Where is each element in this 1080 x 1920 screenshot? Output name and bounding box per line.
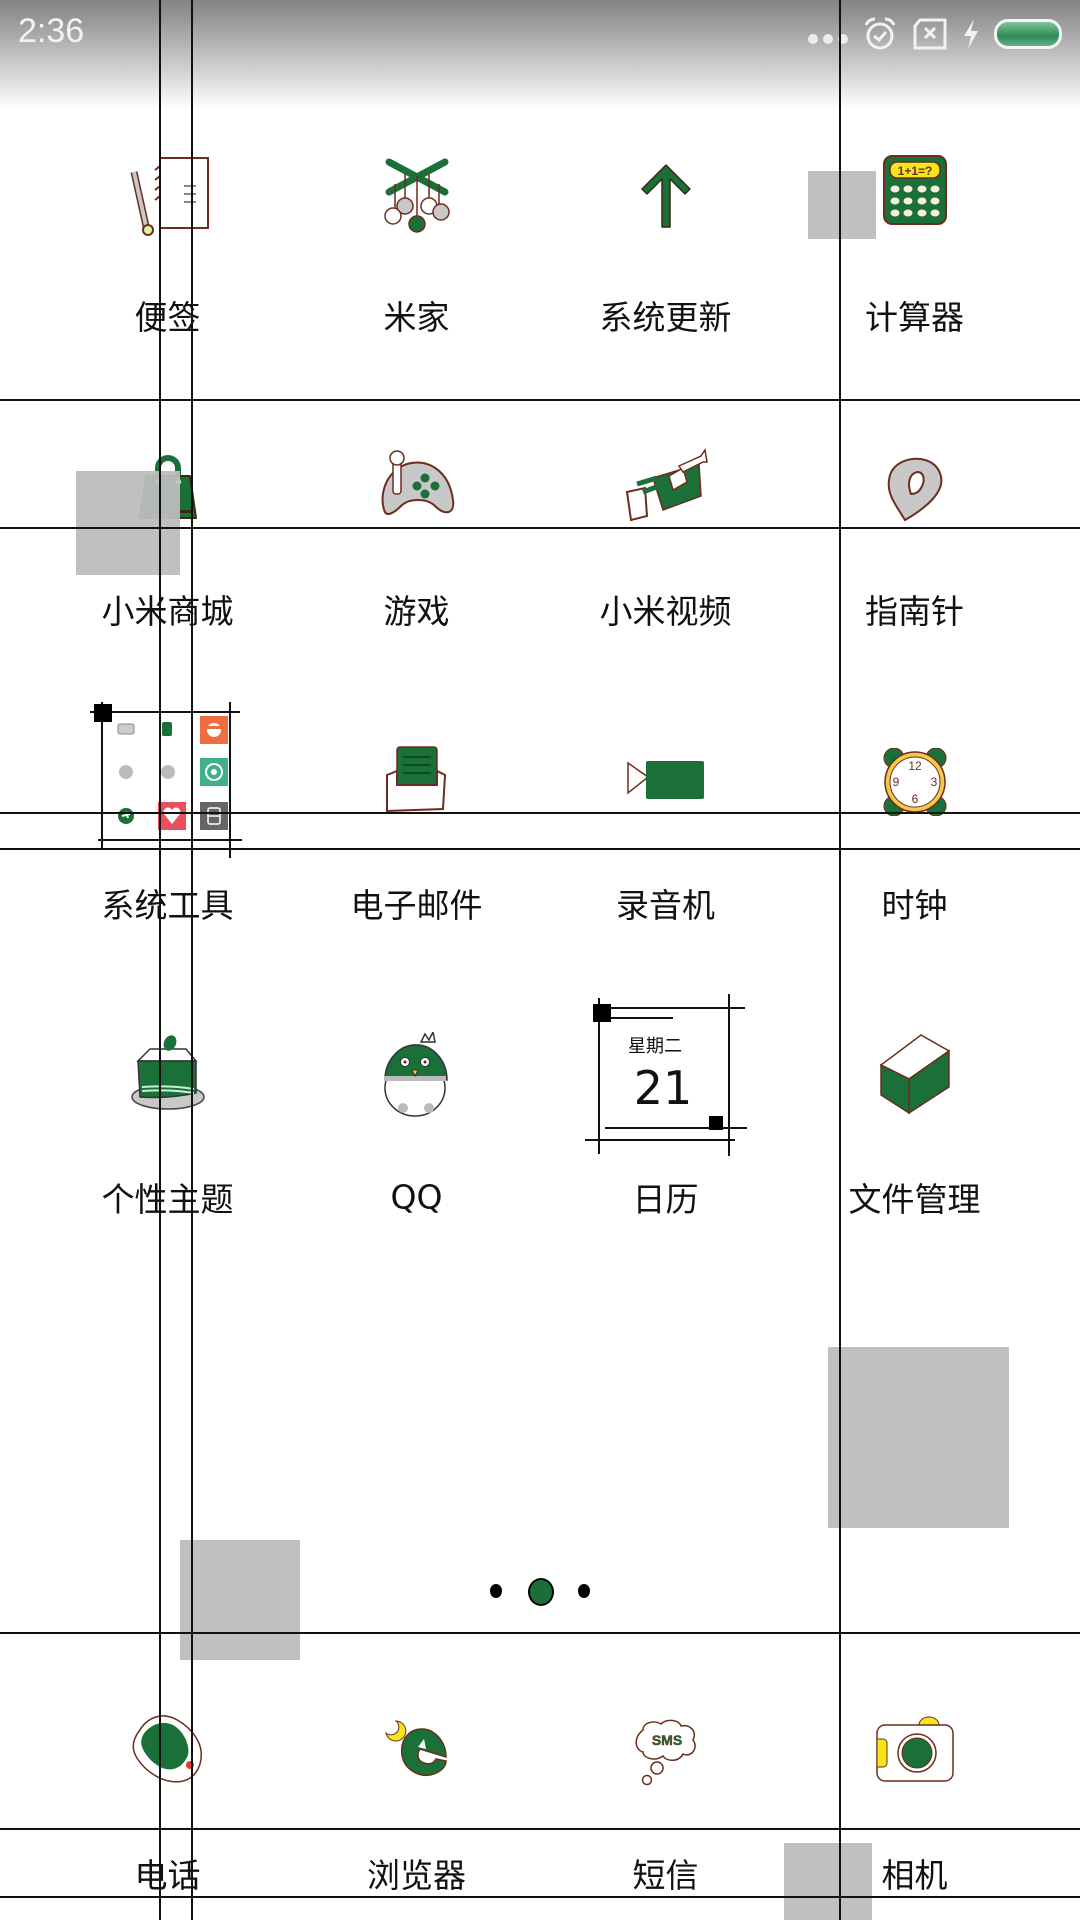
- clock-icon: 12 3 6 9: [883, 748, 946, 816]
- app-label: 录音机: [616, 886, 715, 925]
- svg-text:SMS: SMS: [651, 1732, 681, 1748]
- overlay-box: [828, 1347, 1009, 1528]
- penguin-icon: [383, 1032, 448, 1117]
- app-label: 电子邮件: [350, 886, 483, 925]
- more-dots-icon: [808, 34, 848, 44]
- app-label: 指南针: [865, 592, 964, 631]
- recorder-icon: [626, 761, 704, 799]
- charging-icon: [964, 19, 978, 49]
- alarm-icon: [864, 17, 896, 50]
- cake-icon: [130, 1035, 205, 1110]
- battery-icon: [994, 19, 1062, 49]
- grid-line-vertical: [159, 0, 161, 1920]
- overlay-box: [76, 471, 180, 575]
- page-dot[interactable]: [578, 1584, 590, 1598]
- svg-text:6: 6: [911, 792, 918, 806]
- app-label: 电话: [134, 1856, 201, 1895]
- compass-pin-icon: [887, 457, 942, 522]
- grid-line-horizontal: [0, 812, 1080, 814]
- app-label: 相机: [881, 1856, 948, 1895]
- app-label: 短信: [632, 1856, 699, 1895]
- browser-icon: [384, 1720, 447, 1777]
- app-label: 计算器: [865, 298, 964, 337]
- up-arrow-icon: [640, 164, 691, 228]
- app-label: 小米商城: [101, 592, 234, 631]
- overlay-box: [784, 1843, 872, 1920]
- app-label: QQ: [390, 1177, 443, 1217]
- svg-text:9: 9: [892, 775, 899, 789]
- svg-text:21: 21: [633, 1061, 692, 1115]
- svg-text:1+1=?: 1+1=?: [897, 164, 932, 178]
- app-label: 浏览器: [367, 1856, 466, 1895]
- app-label: 日历: [632, 1180, 699, 1219]
- app-label: 便签: [134, 298, 201, 337]
- sms-icon: SMS: [635, 1719, 696, 1786]
- box-icon: [879, 1034, 950, 1115]
- svg-text:3: 3: [930, 775, 937, 789]
- app-label: 时钟: [881, 886, 948, 925]
- phone-icon: [132, 1715, 202, 1783]
- page-dot[interactable]: [490, 1584, 502, 1598]
- app-label: 文件管理: [848, 1180, 981, 1219]
- grid-line-vertical: [191, 0, 193, 1920]
- overlay-box: [180, 1540, 300, 1660]
- svg-text:星期二: 星期二: [628, 1036, 682, 1057]
- grid-line-horizontal: [0, 527, 1080, 529]
- notepad-icon: [130, 157, 209, 236]
- overlay-box: [808, 171, 876, 239]
- grid-line-horizontal: [0, 1896, 1080, 1898]
- grid-line-vertical: [839, 0, 841, 1920]
- no-sim-icon: [913, 18, 947, 50]
- calculator-icon: 1+1=?: [882, 155, 947, 225]
- page-indicator[interactable]: [0, 1578, 1080, 1611]
- status-bar: 2:36: [0, 0, 1080, 110]
- home-page-dot-icon[interactable]: [528, 1578, 554, 1606]
- video-camera-icon: [625, 448, 708, 522]
- grid-line-horizontal: [0, 399, 1080, 401]
- status-time: 2:36: [18, 12, 85, 50]
- app-label: 米家: [383, 298, 450, 337]
- calendar-icon: 星期二 21: [584, 994, 747, 1156]
- folder-icon: [89, 702, 242, 858]
- app-label: 游戏: [383, 592, 450, 631]
- mobile-toy-icon: [383, 158, 450, 233]
- envelope-icon: [385, 746, 446, 813]
- app-label: 系统工具: [101, 886, 234, 925]
- grid-line-horizontal: [0, 848, 1080, 850]
- svg-text:12: 12: [908, 759, 922, 773]
- app-label: 个性主题: [101, 1180, 234, 1219]
- gamepad-icon: [381, 450, 454, 515]
- grid-line-horizontal: [0, 1828, 1080, 1830]
- grid-line-horizontal: [0, 1632, 1080, 1634]
- app-label: 小米视频: [599, 592, 732, 631]
- app-label: 系统更新: [599, 298, 732, 337]
- camera-icon: [875, 1716, 954, 1782]
